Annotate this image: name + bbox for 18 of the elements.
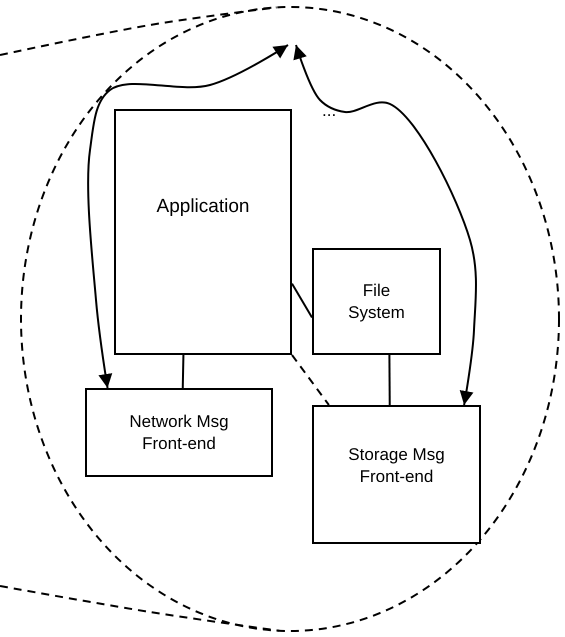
connector-line [388, 355, 391, 405]
dashed-line [0, 6, 277, 56]
dashed-line [291, 354, 330, 406]
component-box [114, 109, 292, 355]
box-label: Network Msg Front-end [128, 411, 230, 454]
connector-line [182, 354, 184, 388]
box-label: Storage Msg Front-end [347, 444, 446, 487]
arrow [293, 44, 477, 406]
ellipsis-label: ... [322, 100, 336, 122]
dashed-ellipse [20, 6, 560, 632]
connector-line [291, 283, 313, 318]
arrow [87, 44, 289, 388]
box-label: File System [347, 280, 406, 323]
component-box [85, 388, 273, 477]
box-label: Application [156, 195, 250, 219]
dashed-line [0, 585, 280, 632]
component-box [312, 248, 441, 355]
component-box [312, 405, 481, 544]
